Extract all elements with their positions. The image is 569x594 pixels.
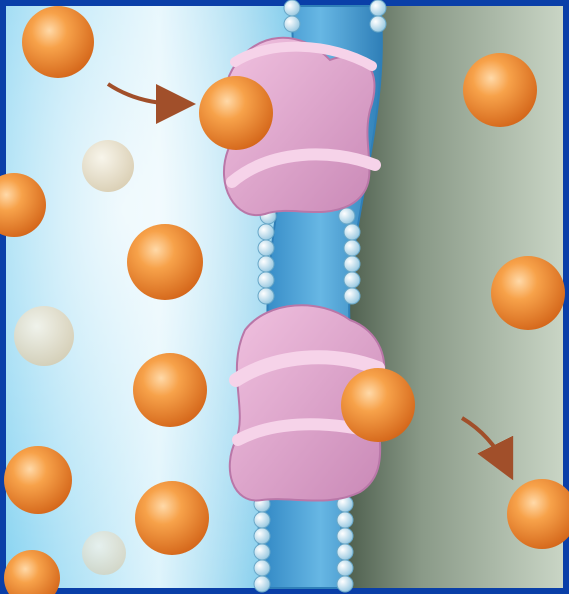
molecule: [135, 481, 209, 555]
molecule-in-carrier-lower: [341, 368, 415, 442]
phospholipid-head: [258, 240, 274, 256]
phospholipid-head: [254, 512, 270, 528]
molecule: [133, 353, 207, 427]
phospholipid-head: [344, 256, 360, 272]
phospholipid-head: [337, 512, 353, 528]
molecule-faded: [82, 140, 134, 192]
phospholipid-head: [370, 0, 386, 16]
phospholipid-head: [337, 560, 353, 576]
phospholipid-head: [258, 288, 274, 304]
molecule: [491, 256, 565, 330]
phospholipid-head: [337, 576, 353, 592]
phospholipid-head: [344, 224, 360, 240]
phospholipid-head: [258, 256, 274, 272]
molecule: [463, 53, 537, 127]
phospholipid-head: [344, 240, 360, 256]
phospholipid-head: [254, 560, 270, 576]
phospholipid-head: [254, 528, 270, 544]
molecule: [22, 6, 94, 78]
phospholipid-head: [258, 224, 274, 240]
phospholipid-head: [258, 272, 274, 288]
phospholipid-head: [344, 288, 360, 304]
phospholipid-head: [337, 544, 353, 560]
molecule-in-carrier-upper: [199, 76, 273, 150]
molecule: [127, 224, 203, 300]
phospholipid-head: [284, 0, 300, 16]
phospholipid-head: [344, 272, 360, 288]
phospholipid-head: [284, 16, 300, 32]
phospholipid-head: [339, 208, 355, 224]
phospholipid-head: [254, 544, 270, 560]
phospholipid-head: [337, 528, 353, 544]
molecule: [4, 446, 72, 514]
phospholipid-head: [254, 576, 270, 592]
molecule-faded: [82, 531, 126, 575]
molecule-faded: [14, 306, 74, 366]
phospholipid-head: [370, 16, 386, 32]
